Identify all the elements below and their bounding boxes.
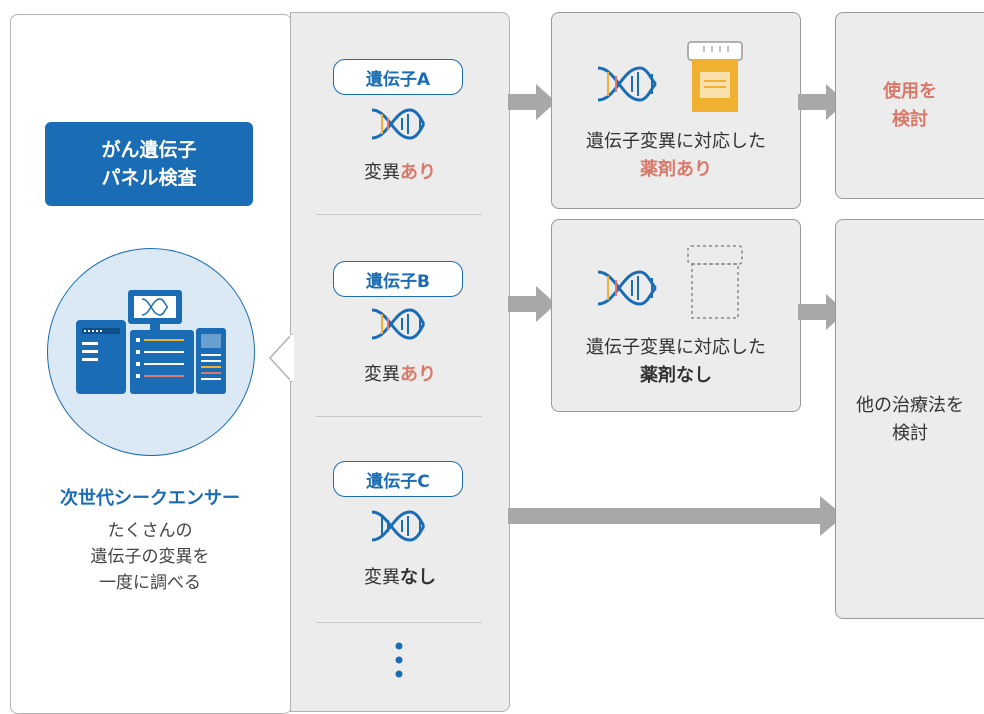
gene-c-variant: 変異なし [290,563,510,589]
dna-icon [597,270,657,306]
panel-test-title-line1: がん遺伝子 [101,139,197,161]
use-consider-line1: 使用を [883,81,937,102]
other-treatment-line1: 他の治療法を [856,395,964,416]
sequencer-desc-line2: 遺伝子の変異を [90,547,210,567]
other-treatment-line2: 検討 [892,423,928,444]
gene-separator [316,214,482,215]
panel-test-title-line2: パネル検査 [101,167,197,189]
gene-column [290,12,510,712]
dna-icon [371,510,426,542]
sequencer-machine-icon [76,290,226,394]
variant-prefix: 変異 [364,567,400,588]
gene-b-label: 遺伝子B [333,261,463,297]
gene-a-label: 遺伝子A [333,59,463,95]
arrow-icon [508,286,556,322]
connector-notch [268,334,294,382]
sequencer-name: 次世代シークエンサー [60,488,240,509]
arrow-icon [798,84,846,120]
variant-prefix: 変異 [364,162,400,183]
dna-icon [371,108,426,140]
other-treatment-box [835,219,984,619]
use-consider-line2: 検討 [892,109,928,130]
variant-prefix: 変異 [364,364,400,385]
drug-available-line2: 薬剤あり [640,159,712,180]
variant-status: なし [400,567,436,588]
sequencer-desc-line3: 一度に調べる [99,573,201,593]
variant-status: あり [400,162,436,183]
empty-jar-icon [687,245,743,319]
gene-a-variant: 変異あり [290,158,510,184]
vertical-ellipsis-icon [395,642,403,678]
gene-c-label: 遺伝子C [333,461,463,497]
arrow-icon [508,84,556,120]
drug-available-box [551,12,801,209]
dna-icon [597,66,657,102]
long-arrow-icon [508,496,844,536]
drug-available-line1: 遺伝子変異に対応した [586,131,766,152]
drug-unavailable-line1: 遺伝子変異に対応した [586,337,766,358]
panel-test-title: がん遺伝子 パネル検査 [45,122,253,206]
sequencer-desc-line1: たくさんの [107,521,193,541]
drug-unavailable-box [551,219,801,412]
drug-unavailable-line2: 薬剤なし [640,365,712,386]
gene-separator [316,416,482,417]
use-consider-box [835,12,984,199]
variant-status: あり [400,364,436,385]
arrow-icon [798,294,846,330]
dna-icon [371,308,426,340]
gene-separator [316,622,482,623]
gene-b-variant: 変異あり [290,360,510,386]
medicine-jar-icon [687,41,743,112]
